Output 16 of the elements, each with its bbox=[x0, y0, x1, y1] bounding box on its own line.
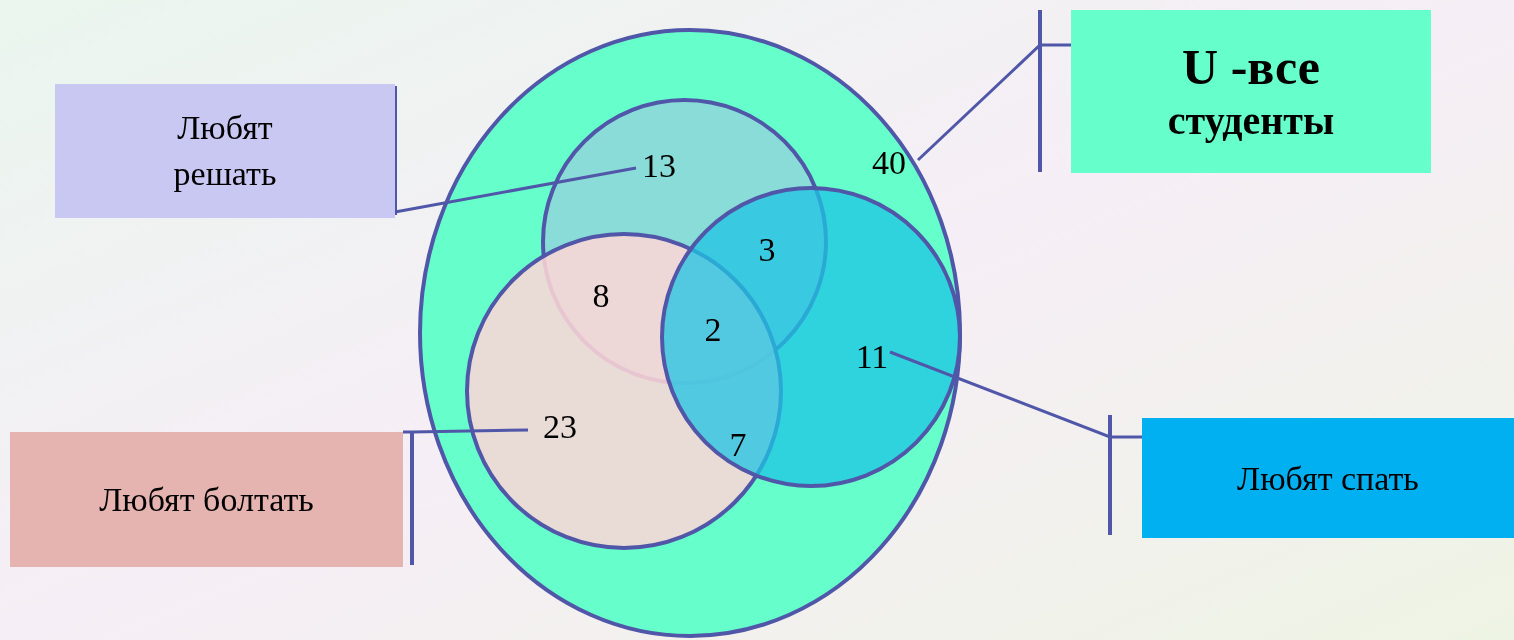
leader-line bbox=[403, 428, 529, 434]
category-box: Любят спать bbox=[1142, 418, 1514, 538]
region-count: 2 bbox=[704, 310, 722, 350]
region-count: 3 bbox=[758, 230, 776, 270]
leader-line bbox=[394, 166, 637, 214]
region-count: 40 bbox=[866, 143, 912, 183]
region-count: 7 bbox=[729, 425, 747, 465]
leader-line bbox=[889, 350, 1142, 439]
region-count: 11 bbox=[850, 337, 894, 377]
category-box: U -все студенты bbox=[1071, 10, 1431, 173]
category-box: Любят решать bbox=[55, 84, 395, 218]
region-count: 23 bbox=[528, 407, 592, 447]
region-count: 8 bbox=[592, 276, 610, 316]
region-count: 13 bbox=[636, 146, 682, 186]
category-box: Любят болтать bbox=[10, 432, 403, 567]
leader-line bbox=[916, 43, 1071, 162]
